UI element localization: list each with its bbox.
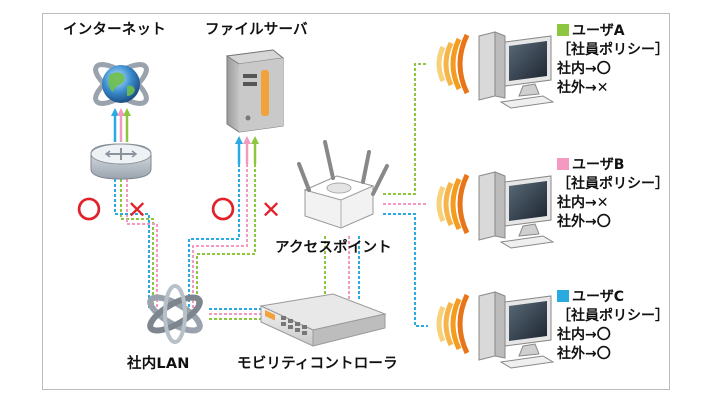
user-a-name-row: ユーザA [557, 22, 669, 41]
user-b-outside: 社外→〇 [557, 214, 611, 230]
user-b-name: ユーザB [572, 157, 625, 173]
link-blue-server-lan [188, 139, 240, 309]
wifi-waves-userA-icon [436, 33, 470, 95]
access-point-icon [297, 140, 389, 229]
lan-label: 社内LAN [127, 356, 190, 372]
user-b-color-swatch [557, 158, 569, 170]
file-server-icon [225, 49, 285, 133]
link-ap-userA [383, 63, 428, 195]
user-b-name-row: ユーザB [557, 156, 669, 175]
user-b-block: ユーザB ［社員ポリシー］ 社内→✕ 社外→〇 [557, 156, 669, 232]
controller-label: モビリティコントローラ [237, 356, 398, 372]
user-c-inside: 社内→〇 [557, 327, 611, 343]
link-ap-userC [383, 213, 428, 327]
arrows-to-file-server [235, 136, 259, 164]
file-server-label: ファイルサーバ [205, 22, 308, 38]
allow-mark-internet: 〇 [77, 196, 101, 224]
access-point-label: アクセスポイント [275, 240, 392, 256]
pc-userB-icon [478, 171, 555, 249]
mobility-controller-icon [259, 293, 387, 347]
wifi-waves-userB-icon [436, 173, 470, 235]
user-a-inside: 社内→〇 [557, 61, 611, 77]
router-icon [90, 143, 152, 180]
deny-mark-server: ✕ [261, 196, 282, 224]
internet-label: インターネット [63, 22, 166, 38]
user-b-inside: 社内→✕ [557, 195, 609, 211]
network-diagram: 〇 ✕ 〇 ✕ インターネット ファイルサーバ アクセスポイント 社内LAN モ… [42, 13, 670, 390]
pc-userA-icon [478, 31, 555, 109]
lan-hub-icon [147, 284, 203, 344]
allow-mark-server: 〇 [211, 196, 235, 224]
wifi-waves-userC-icon [436, 293, 470, 355]
deny-mark-internet: ✕ [127, 196, 148, 224]
pc-userC-icon [478, 291, 555, 369]
user-a-outside: 社外→✕ [557, 80, 609, 96]
link-pink-server-lan [192, 139, 248, 309]
user-a-policy: ［社員ポリシー］ [557, 42, 669, 58]
user-a-color-swatch [557, 24, 569, 36]
internet-globe-icon [93, 62, 149, 106]
user-c-block: ユーザC ［社員ポリシー］ 社内→〇 社外→〇 [557, 288, 669, 364]
user-c-policy: ［社員ポリシー］ [557, 308, 669, 324]
user-a-block: ユーザA ［社員ポリシー］ 社内→〇 社外→✕ [557, 22, 669, 98]
link-green-router-lan [120, 174, 154, 309]
link-green-server-lan [196, 139, 256, 309]
user-c-outside: 社外→〇 [557, 346, 611, 362]
arrows-router-internet [111, 108, 131, 142]
user-a-name: ユーザA [572, 23, 625, 39]
user-b-policy: ［社員ポリシー］ [557, 176, 669, 192]
user-c-name: ユーザC [572, 289, 624, 305]
link-pink-router-lan [126, 174, 158, 309]
link-blue-router-lan [114, 174, 150, 309]
user-c-name-row: ユーザC [557, 288, 669, 307]
connection-lines [114, 63, 428, 327]
diagram-canvas [90, 31, 555, 369]
user-c-color-swatch [557, 290, 569, 302]
